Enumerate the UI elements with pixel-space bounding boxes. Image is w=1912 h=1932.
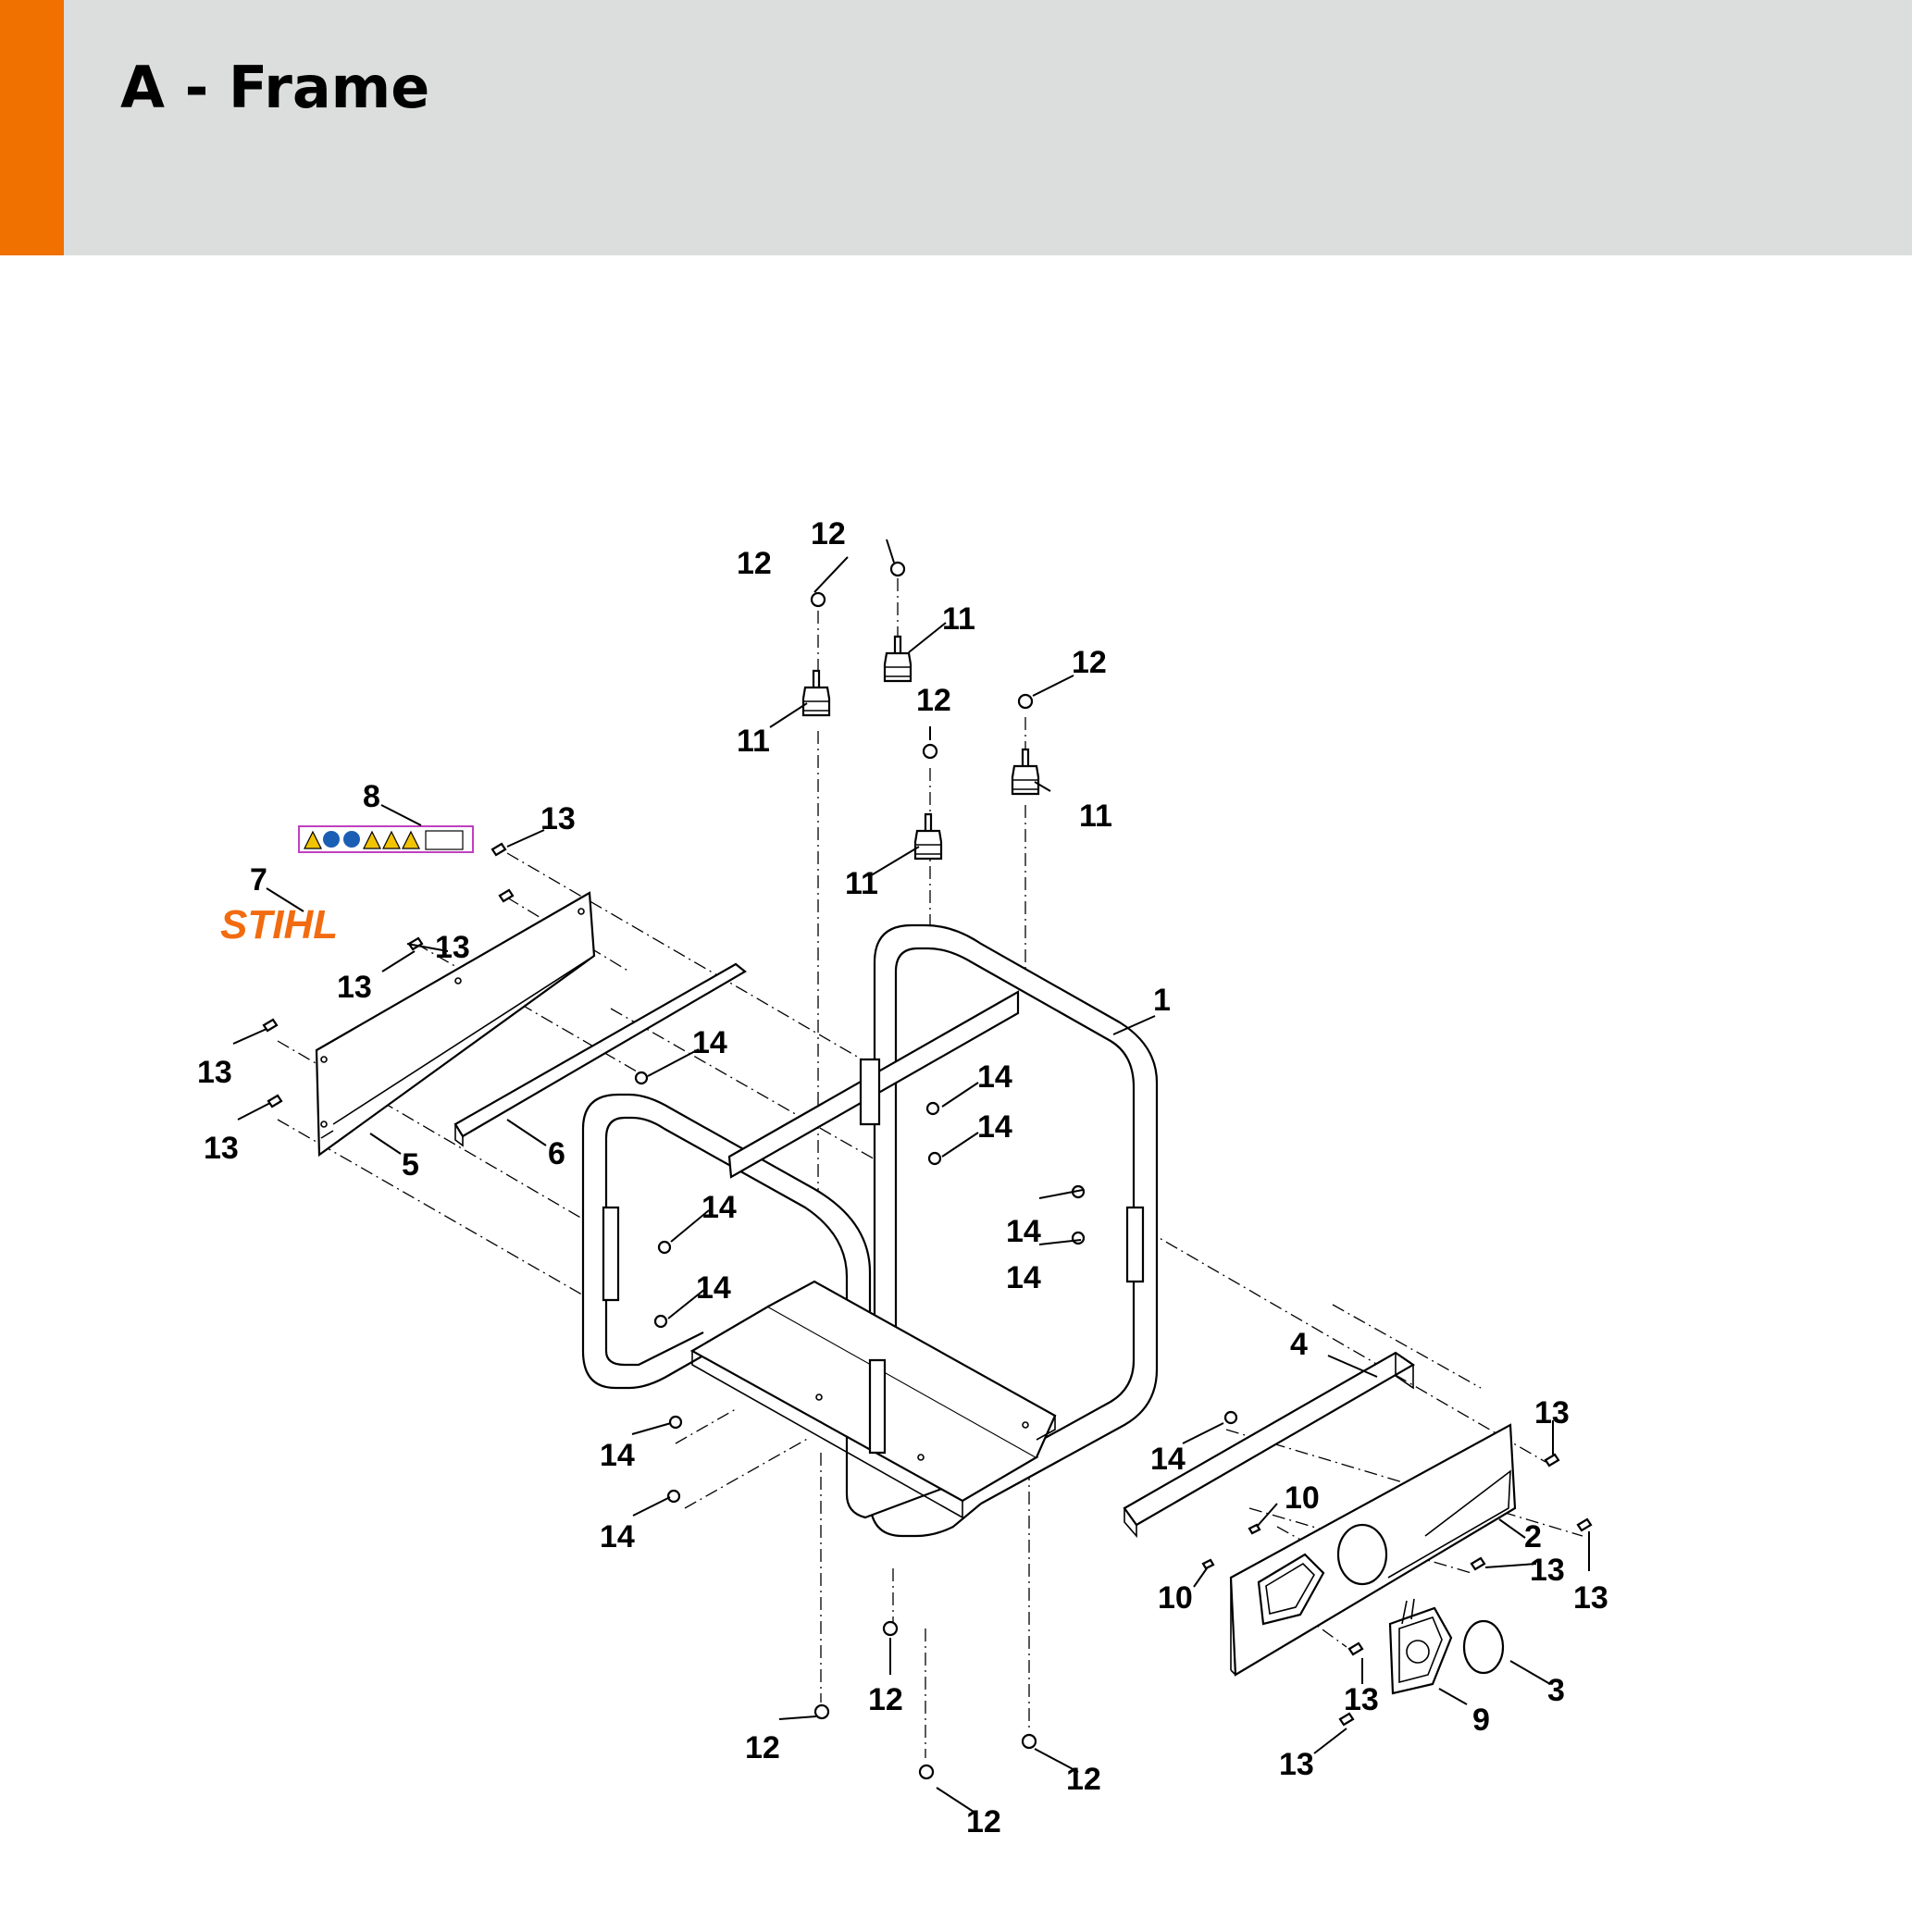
page-header: A - Frame: [0, 0, 1912, 255]
callout-13: 13: [1530, 1553, 1565, 1588]
leader-lines: [232, 539, 1590, 1814]
callout-13: 13: [197, 1055, 232, 1090]
callout-12: 12: [737, 546, 772, 581]
callout-11: 11: [845, 866, 878, 901]
callout-8: 8: [363, 779, 380, 814]
callout-14: 14: [692, 1025, 727, 1060]
callout-13: 13: [540, 801, 576, 836]
rear-rail: [1123, 1351, 1416, 1539]
callout-14: 14: [1006, 1260, 1041, 1295]
callout-3: 3: [1547, 1673, 1565, 1708]
callout-14: 14: [1150, 1442, 1186, 1477]
outlet-cover: [1462, 1619, 1505, 1675]
callout-14: 14: [977, 1059, 1012, 1095]
bolts: [262, 842, 1593, 1727]
warning-label: [298, 825, 474, 853]
callout-10: 10: [1285, 1480, 1320, 1516]
callout-12: 12: [1072, 645, 1107, 680]
callout-14: 14: [600, 1438, 635, 1473]
callout-2: 2: [1524, 1519, 1542, 1554]
vibration-mounts: [801, 635, 1040, 861]
callout-12: 12: [1066, 1762, 1101, 1797]
callout-9: 9: [1472, 1703, 1490, 1738]
outlet-socket: [1388, 1598, 1453, 1695]
callout-11: 11: [942, 601, 975, 637]
callout-labels: 12 12 11 11 12 12 11 11 8 13 7 13 13 13 …: [197, 516, 1608, 1839]
callout-13: 13: [1344, 1682, 1379, 1717]
callout-11: 11: [737, 724, 770, 759]
callout-14: 14: [696, 1270, 731, 1306]
callout-12: 12: [868, 1682, 903, 1717]
callout-12: 12: [916, 683, 951, 718]
mounting-rail: [453, 962, 747, 1147]
callout-4: 4: [1290, 1327, 1308, 1362]
stihl-logo: STIHL: [220, 902, 338, 947]
side-panel: [315, 891, 596, 1158]
screws: [1201, 1523, 1261, 1570]
callout-7: 7: [250, 862, 267, 898]
callout-13: 13: [1573, 1580, 1608, 1616]
callout-12: 12: [966, 1804, 1001, 1839]
callout-13: 13: [1534, 1395, 1570, 1430]
callout-13: 13: [435, 930, 470, 965]
callout-5: 5: [402, 1147, 419, 1183]
callout-14: 14: [977, 1109, 1012, 1145]
accent-bar: [0, 0, 64, 255]
control-panel: [1229, 1423, 1517, 1677]
callout-11: 11: [1079, 799, 1112, 834]
callout-13: 13: [337, 970, 372, 1005]
callout-10: 10: [1158, 1580, 1193, 1616]
callout-14: 14: [1006, 1214, 1041, 1249]
hex-nuts: [810, 561, 1037, 1780]
callout-13: 13: [204, 1131, 239, 1166]
callout-12: 12: [745, 1730, 780, 1765]
page-title: A - Frame: [120, 54, 430, 121]
callout-6: 6: [548, 1136, 565, 1171]
callout-14: 14: [701, 1190, 737, 1225]
callout-13: 13: [1279, 1747, 1314, 1782]
callout-1: 1: [1153, 983, 1171, 1018]
callout-12: 12: [811, 516, 846, 551]
callout-14: 14: [600, 1519, 635, 1554]
